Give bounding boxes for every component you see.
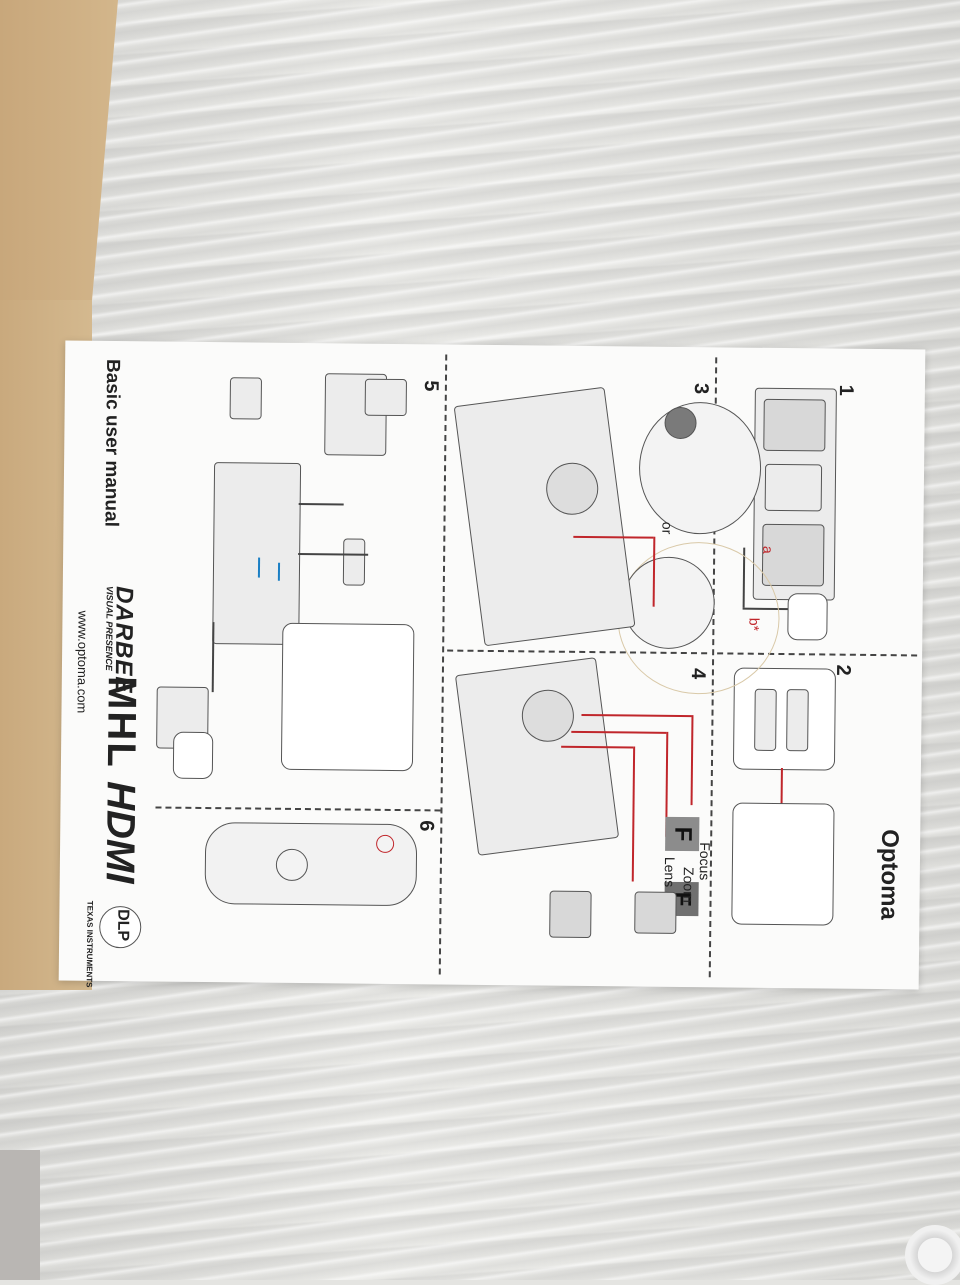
- cable-label-a: a: [760, 545, 777, 554]
- dlp-logo: DLP: [114, 909, 132, 942]
- step-number-3: 3: [689, 382, 713, 395]
- focus-label: Focus: [696, 842, 714, 881]
- projector-lens: [543, 459, 602, 518]
- remote-power-closeup: [622, 556, 716, 650]
- finger-press-icon: [664, 406, 697, 440]
- darbee-subtitle: VISUAL PRESENCE: [103, 585, 115, 671]
- projector-front-view-2: [454, 657, 620, 856]
- battery-box: [732, 667, 836, 771]
- step-number-5: 5: [419, 380, 443, 392]
- wall-outlet: [787, 593, 828, 641]
- manual-sheet: Basic user manual www.optoma.com DARBEE …: [58, 340, 926, 990]
- phone-device: [342, 538, 366, 586]
- remote-control: [204, 822, 418, 907]
- battery-2: [786, 689, 809, 752]
- zoom-icon: [634, 891, 677, 934]
- vent-grille-2: [761, 523, 825, 587]
- wall-outlet-2: [172, 731, 214, 780]
- brand-logo: Optoma: [875, 829, 904, 920]
- divider-horizontal-bottom: [155, 806, 441, 812]
- projector-front-view: [453, 386, 636, 647]
- video-sources-group: [280, 622, 415, 772]
- projector-rear-connections: [212, 462, 302, 645]
- vent-grille: [763, 398, 826, 452]
- hdmi-logo: HDMI: [97, 780, 143, 884]
- manual-url[interactable]: www.optoma.com: [74, 610, 91, 714]
- remote-battery-insert: [731, 802, 835, 926]
- ti-logo: TEXAS INSTRUMENTS: [84, 900, 95, 988]
- speaker-device: [229, 377, 262, 420]
- mhl-logo: MHL: [98, 675, 144, 769]
- remote-power-button: [376, 834, 395, 853]
- control-panel-closeup: [638, 401, 762, 535]
- step-number-1: 1: [834, 384, 858, 396]
- manual-title: Basic user manual: [100, 358, 124, 528]
- remote-dpad: [275, 848, 309, 882]
- step-number-6: 6: [415, 820, 438, 832]
- gear-object: [905, 1225, 960, 1285]
- or-label: or: [659, 521, 676, 535]
- 3d-glasses: [364, 378, 407, 417]
- battery-1: [754, 688, 777, 751]
- zoom-label: Zoom: [680, 866, 697, 903]
- projector-rear-panel: [752, 387, 837, 601]
- focus-blurred-icon: F: [665, 816, 700, 852]
- projector-lens-2: [518, 686, 578, 745]
- lens-shift-icon: [549, 890, 592, 939]
- divider-vertical-1: [438, 354, 448, 975]
- floor-corner: [0, 1150, 40, 1280]
- io-ports: [764, 463, 823, 512]
